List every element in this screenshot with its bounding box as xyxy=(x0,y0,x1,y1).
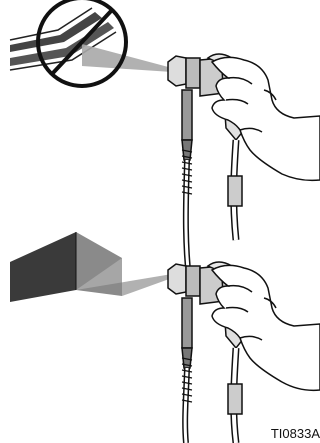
hand xyxy=(212,265,320,390)
wall-corner xyxy=(10,232,122,302)
panel-correct xyxy=(10,232,320,443)
figure-code: TI0833A xyxy=(271,426,320,441)
hand xyxy=(212,57,320,180)
